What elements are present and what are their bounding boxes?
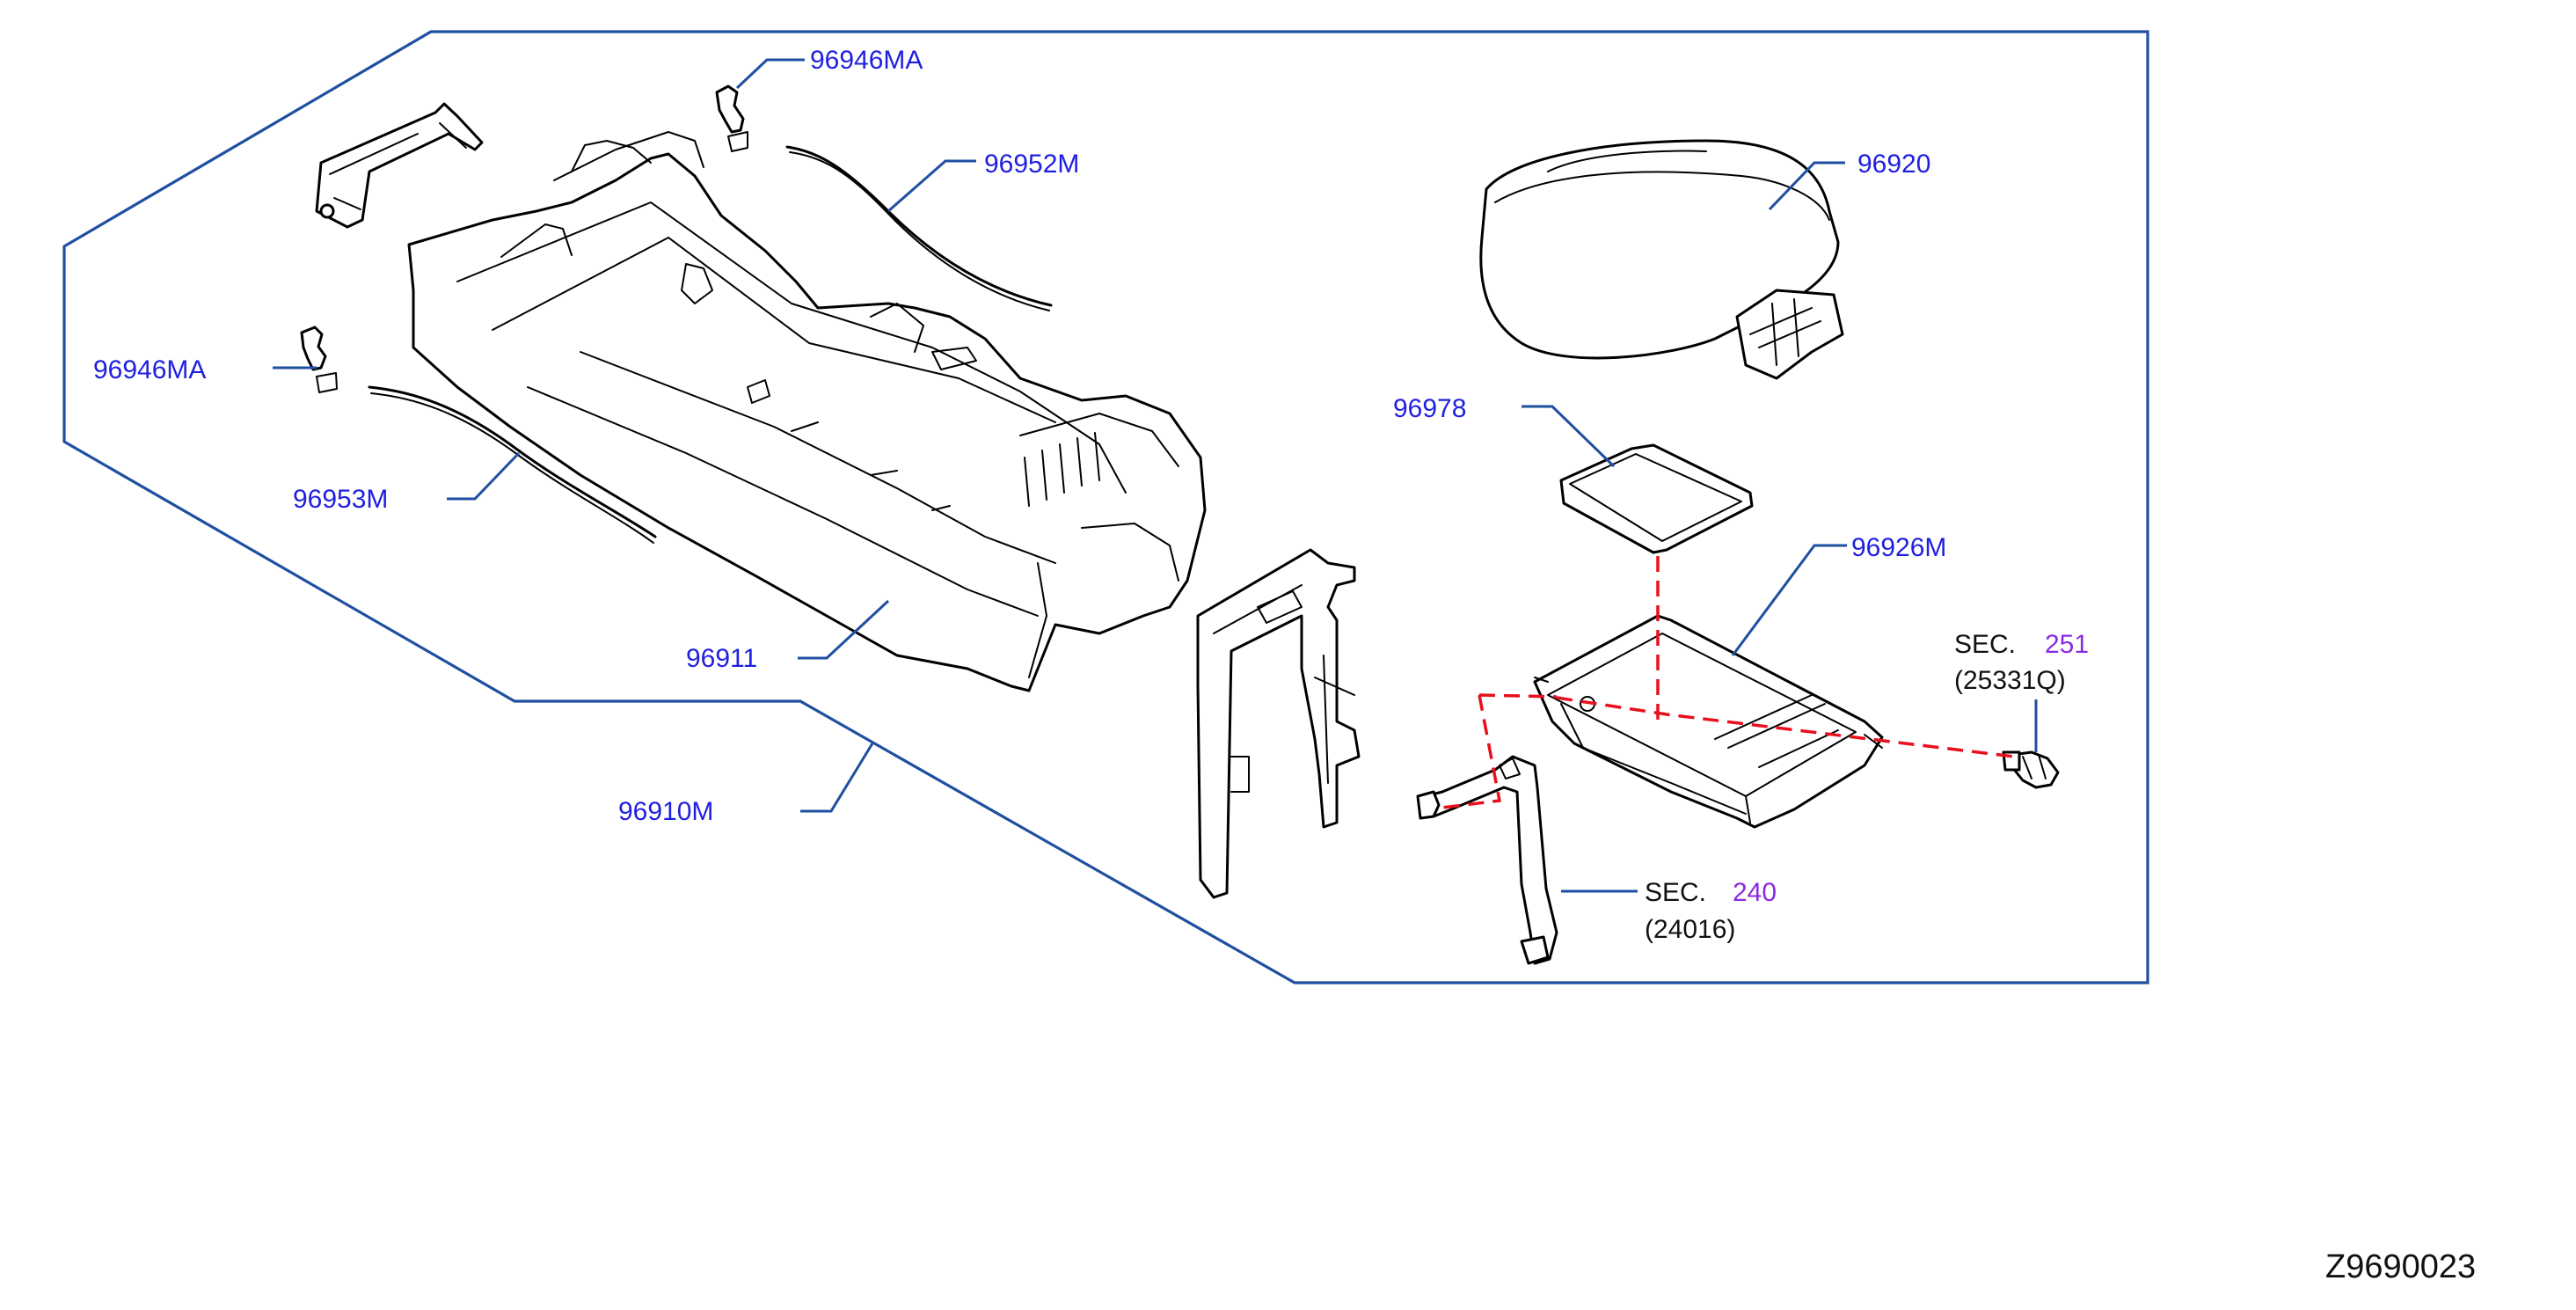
- sec240-number[interactable]: 240: [1733, 878, 1777, 907]
- rear-bracket: [1196, 548, 1361, 899]
- diagram-id: Z9690023: [2325, 1248, 2476, 1285]
- label-96910M[interactable]: 96910M: [618, 797, 713, 826]
- sec240-ref: (24016): [1645, 915, 1735, 944]
- tray-96926M: [1533, 614, 1884, 829]
- harness-sec240: [1416, 755, 1558, 965]
- bracket-left-top: [315, 102, 484, 229]
- leader-96953M: [447, 451, 521, 501]
- leader-96920: [1768, 161, 1845, 211]
- sec251-prefix: SEC.: [1954, 630, 2016, 659]
- strip-96952M: [785, 145, 1053, 307]
- label-96920[interactable]: 96920: [1857, 150, 1930, 179]
- leader-96978: [1522, 405, 1616, 468]
- dash-tray-to-grommet: [1556, 696, 2015, 758]
- clip-96946MA-left: [300, 326, 338, 393]
- lid-96920: [1479, 139, 1844, 380]
- sec251-number[interactable]: 251: [2045, 630, 2089, 659]
- console-body: [407, 131, 1207, 692]
- leader-96910M: [800, 743, 874, 813]
- pad-96978: [1559, 443, 1754, 554]
- label-96946MA-left[interactable]: 96946MA: [93, 355, 206, 384]
- leader-96952M: [887, 159, 976, 213]
- label-96911[interactable]: 96911: [686, 644, 757, 673]
- leader-96946MA-top: [735, 58, 805, 90]
- leader-96911: [798, 599, 890, 660]
- label-96978[interactable]: 96978: [1393, 394, 1466, 423]
- section-ref-240[interactable]: SEC. 240 (24016): [1645, 878, 1777, 944]
- label-96926M[interactable]: 96926M: [1851, 533, 1946, 562]
- clip-96946MA-top: [715, 84, 748, 152]
- sec251-ref: (25331Q): [1954, 666, 2066, 695]
- label-96946MA-top[interactable]: 96946MA: [810, 46, 923, 75]
- section-ref-251[interactable]: SEC. 251 (25331Q): [1954, 630, 2089, 695]
- sec240-prefix: SEC.: [1645, 878, 1706, 907]
- leader-96926M: [1731, 544, 1847, 656]
- label-96953M[interactable]: 96953M: [293, 485, 388, 514]
- label-96952M[interactable]: 96952M: [984, 150, 1079, 179]
- dash-tray-to-harness: [1441, 693, 1558, 809]
- assembly-frame: [62, 30, 2149, 984]
- grommet-sec251: [2002, 750, 2060, 789]
